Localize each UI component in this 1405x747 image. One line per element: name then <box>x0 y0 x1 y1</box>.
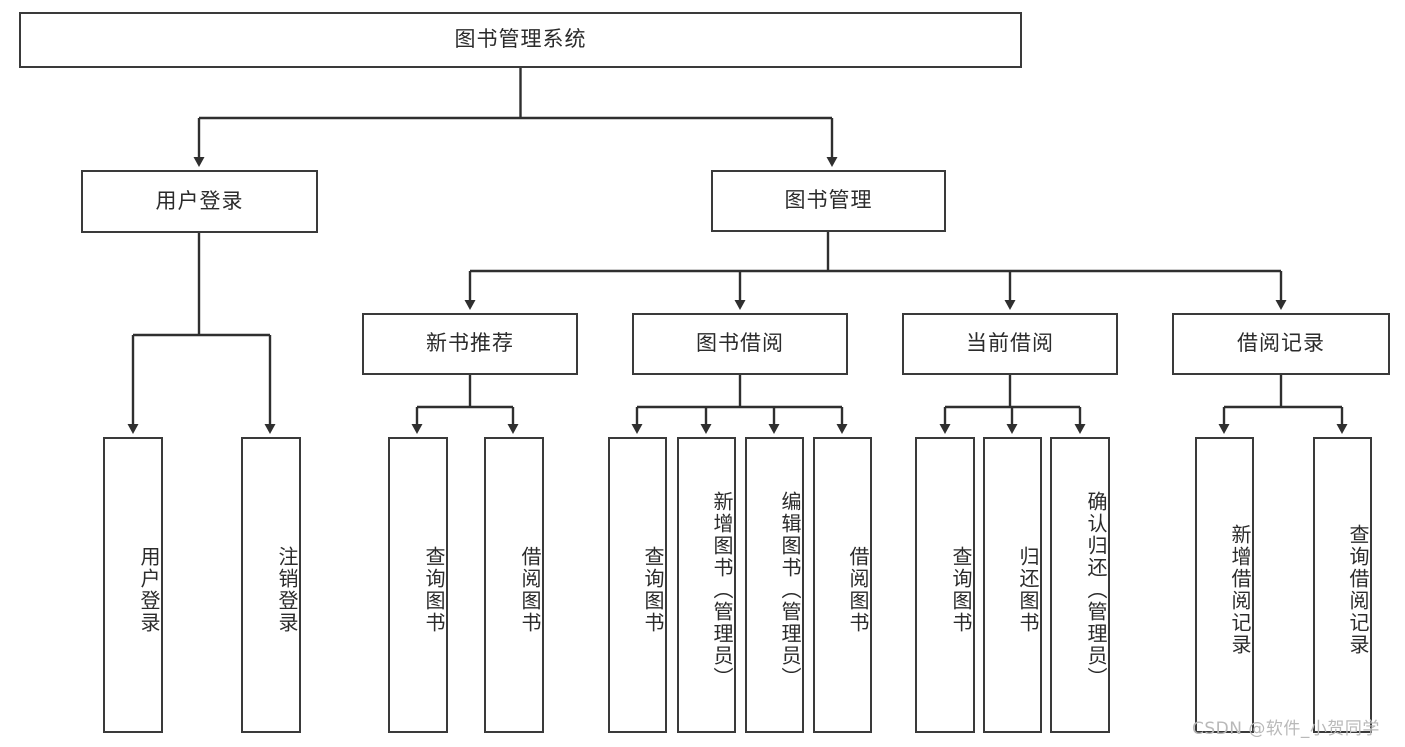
node-book-manage[interactable]: 图书管理 <box>711 170 946 232</box>
node-leaf-logout-login[interactable]: 注销登录 <box>241 437 301 733</box>
node-leaf-logout-login-label: 注销登录 <box>275 546 299 634</box>
watermark: CSDN @软件_小贺同学 <box>1192 719 1380 739</box>
node-leaf-add-book[interactable]: 新增图书（管理员） <box>677 437 736 733</box>
node-current-borrow-label: 当前借阅 <box>966 331 1054 356</box>
node-book-borrow-label: 图书借阅 <box>696 331 784 356</box>
node-leaf-return-book[interactable]: 归还图书 <box>983 437 1042 733</box>
node-user-login[interactable]: 用户登录 <box>81 170 318 233</box>
node-leaf-query-book-1[interactable]: 查询图书 <box>388 437 448 733</box>
node-leaf-borrow-book-2[interactable]: 借阅图书 <box>813 437 872 733</box>
node-leaf-user-login-label: 用户登录 <box>137 546 161 634</box>
node-root-label: 图书管理系统 <box>454 27 587 52</box>
node-leaf-add-book-label: 新增图书（管理员） <box>710 491 734 689</box>
node-leaf-query-record-label: 查询借阅记录 <box>1346 524 1370 656</box>
node-leaf-borrow-book-1-label: 借阅图书 <box>518 546 542 634</box>
node-leaf-confirm-return[interactable]: 确认归还（管理员） <box>1050 437 1110 733</box>
node-book-borrow[interactable]: 图书借阅 <box>632 313 848 375</box>
node-leaf-edit-book-label: 编辑图书（管理员） <box>778 491 802 689</box>
node-new-book-recommend[interactable]: 新书推荐 <box>362 313 578 375</box>
node-current-borrow[interactable]: 当前借阅 <box>902 313 1118 375</box>
node-leaf-borrow-book-2-label: 借阅图书 <box>846 546 870 634</box>
node-borrow-record[interactable]: 借阅记录 <box>1172 313 1390 375</box>
node-book-manage-label: 图书管理 <box>784 188 873 213</box>
node-leaf-add-record-label: 新增借阅记录 <box>1228 524 1252 656</box>
node-new-book-recommend-label: 新书推荐 <box>426 331 514 356</box>
node-leaf-query-book-1-label: 查询图书 <box>422 546 446 634</box>
node-root[interactable]: 图书管理系统 <box>19 12 1022 68</box>
node-leaf-edit-book[interactable]: 编辑图书（管理员） <box>745 437 804 733</box>
node-leaf-confirm-return-label: 确认归还（管理员） <box>1084 491 1108 689</box>
node-leaf-borrow-book-1[interactable]: 借阅图书 <box>484 437 544 733</box>
node-leaf-query-record[interactable]: 查询借阅记录 <box>1313 437 1372 733</box>
node-leaf-query-book-2-label: 查询图书 <box>641 546 665 634</box>
node-user-login-label: 用户登录 <box>155 188 244 213</box>
node-leaf-user-login[interactable]: 用户登录 <box>103 437 163 733</box>
node-leaf-query-book-3[interactable]: 查询图书 <box>915 437 975 733</box>
node-leaf-add-record[interactable]: 新增借阅记录 <box>1195 437 1254 733</box>
node-leaf-query-book-3-label: 查询图书 <box>949 546 973 634</box>
node-borrow-record-label: 借阅记录 <box>1237 331 1325 356</box>
node-leaf-return-book-label: 归还图书 <box>1016 546 1040 634</box>
node-leaf-query-book-2[interactable]: 查询图书 <box>608 437 667 733</box>
